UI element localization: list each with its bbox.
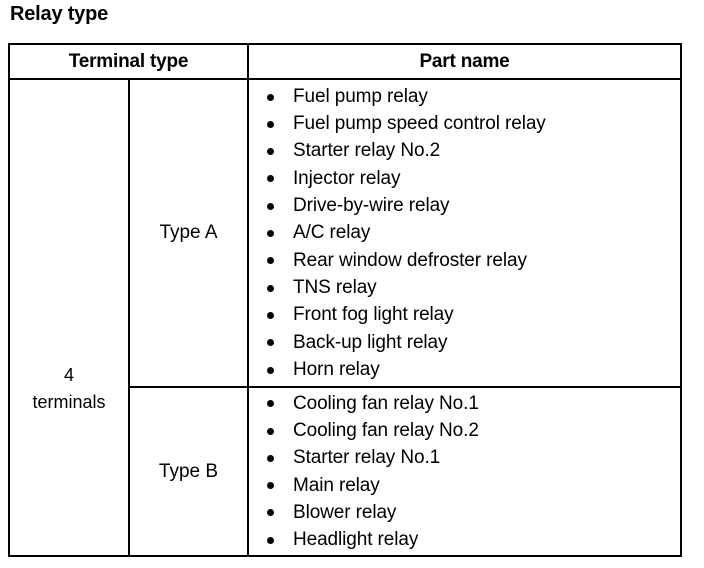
list-item: Blower relay xyxy=(267,499,680,526)
bullet-icon xyxy=(267,284,274,292)
part-name: Rear window defroster relay xyxy=(293,249,527,271)
part-name: Horn relay xyxy=(293,358,380,380)
list-item: Fuel pump speed control relay xyxy=(267,110,680,137)
list-item: Injector relay xyxy=(267,165,680,192)
part-list-type-a: Fuel pump relay Fuel pump speed control … xyxy=(249,83,680,383)
bullet-icon xyxy=(267,427,274,435)
table-header-row: Terminal type Part name xyxy=(8,43,682,80)
part-name: Drive-by-wire relay xyxy=(293,195,450,217)
bullet-icon xyxy=(267,175,274,183)
part-name: Fuel pump speed control relay xyxy=(293,113,546,135)
bullet-icon xyxy=(267,536,274,544)
list-item: Back-up light relay xyxy=(267,329,680,356)
table-row: 4 terminals Type A Fuel pump relay Fuel … xyxy=(8,77,682,557)
bullet-icon xyxy=(267,311,274,319)
part-name-cell-b: Cooling fan relay No.1 Cooling fan relay… xyxy=(247,386,682,557)
part-name: Fuel pump relay xyxy=(293,85,428,107)
part-name-cell-a: Fuel pump relay Fuel pump speed control … xyxy=(247,77,682,389)
bullet-icon xyxy=(267,148,274,156)
bullet-icon xyxy=(267,257,274,265)
bullet-icon xyxy=(267,93,274,101)
column-header-part-name: Part name xyxy=(247,43,682,80)
table-row: Type B Cooling fan relay No.1 Cooling fa… xyxy=(9,386,682,557)
list-item: Cooling fan relay No.1 xyxy=(267,390,680,417)
list-item: Starter relay No.2 xyxy=(267,137,680,164)
list-item: Rear window defroster relay xyxy=(267,247,680,274)
list-item: Front fog light relay xyxy=(267,301,680,328)
part-name: Cooling fan relay No.1 xyxy=(293,392,479,414)
part-name: Blower relay xyxy=(293,501,397,523)
list-item: Main relay xyxy=(267,472,680,499)
bullet-icon xyxy=(267,400,274,408)
column-header-terminal-type: Terminal type xyxy=(8,43,249,80)
list-item: Starter relay No.1 xyxy=(267,444,680,471)
terminal-type-cell: 4 terminals xyxy=(8,78,130,557)
relay-type-label-b: Type B xyxy=(128,386,249,557)
part-name: Starter relay No.2 xyxy=(293,140,441,162)
bullet-icon xyxy=(267,202,274,210)
terminal-unit: terminals xyxy=(32,391,106,412)
part-name: Cooling fan relay No.2 xyxy=(293,419,479,441)
part-list-type-b: Cooling fan relay No.1 Cooling fan relay… xyxy=(249,390,680,554)
bullet-icon xyxy=(267,482,274,490)
part-name: A/C relay xyxy=(293,222,371,244)
bullet-icon xyxy=(267,454,274,462)
relay-type-table: Terminal type Part name 4 terminals Type… xyxy=(8,43,682,557)
bullet-icon xyxy=(267,509,274,517)
table-body: 4 terminals Type A Fuel pump relay Fuel … xyxy=(8,77,682,557)
bullet-icon xyxy=(267,366,274,374)
part-name: Starter relay No.1 xyxy=(293,447,441,469)
relay-type-label-a: Type A xyxy=(128,77,249,389)
part-name: Back-up light relay xyxy=(293,331,448,353)
list-item: Headlight relay xyxy=(267,526,680,553)
bullet-icon xyxy=(267,120,274,128)
list-item: Horn relay xyxy=(267,356,680,383)
terminal-count: 4 xyxy=(63,364,74,385)
bullet-icon xyxy=(267,339,274,347)
list-item: Drive-by-wire relay xyxy=(267,192,680,219)
list-item: Fuel pump relay xyxy=(267,83,680,110)
part-name: Headlight relay xyxy=(293,529,419,551)
list-item: A/C relay xyxy=(267,219,680,246)
part-name: TNS relay xyxy=(293,276,377,298)
bullet-icon xyxy=(267,230,274,238)
page-title: Relay type xyxy=(10,3,109,25)
part-name: Main relay xyxy=(293,474,380,496)
list-item: TNS relay xyxy=(267,274,680,301)
part-name: Front fog light relay xyxy=(293,304,454,326)
part-name: Injector relay xyxy=(293,167,401,189)
list-item: Cooling fan relay No.2 xyxy=(267,417,680,444)
